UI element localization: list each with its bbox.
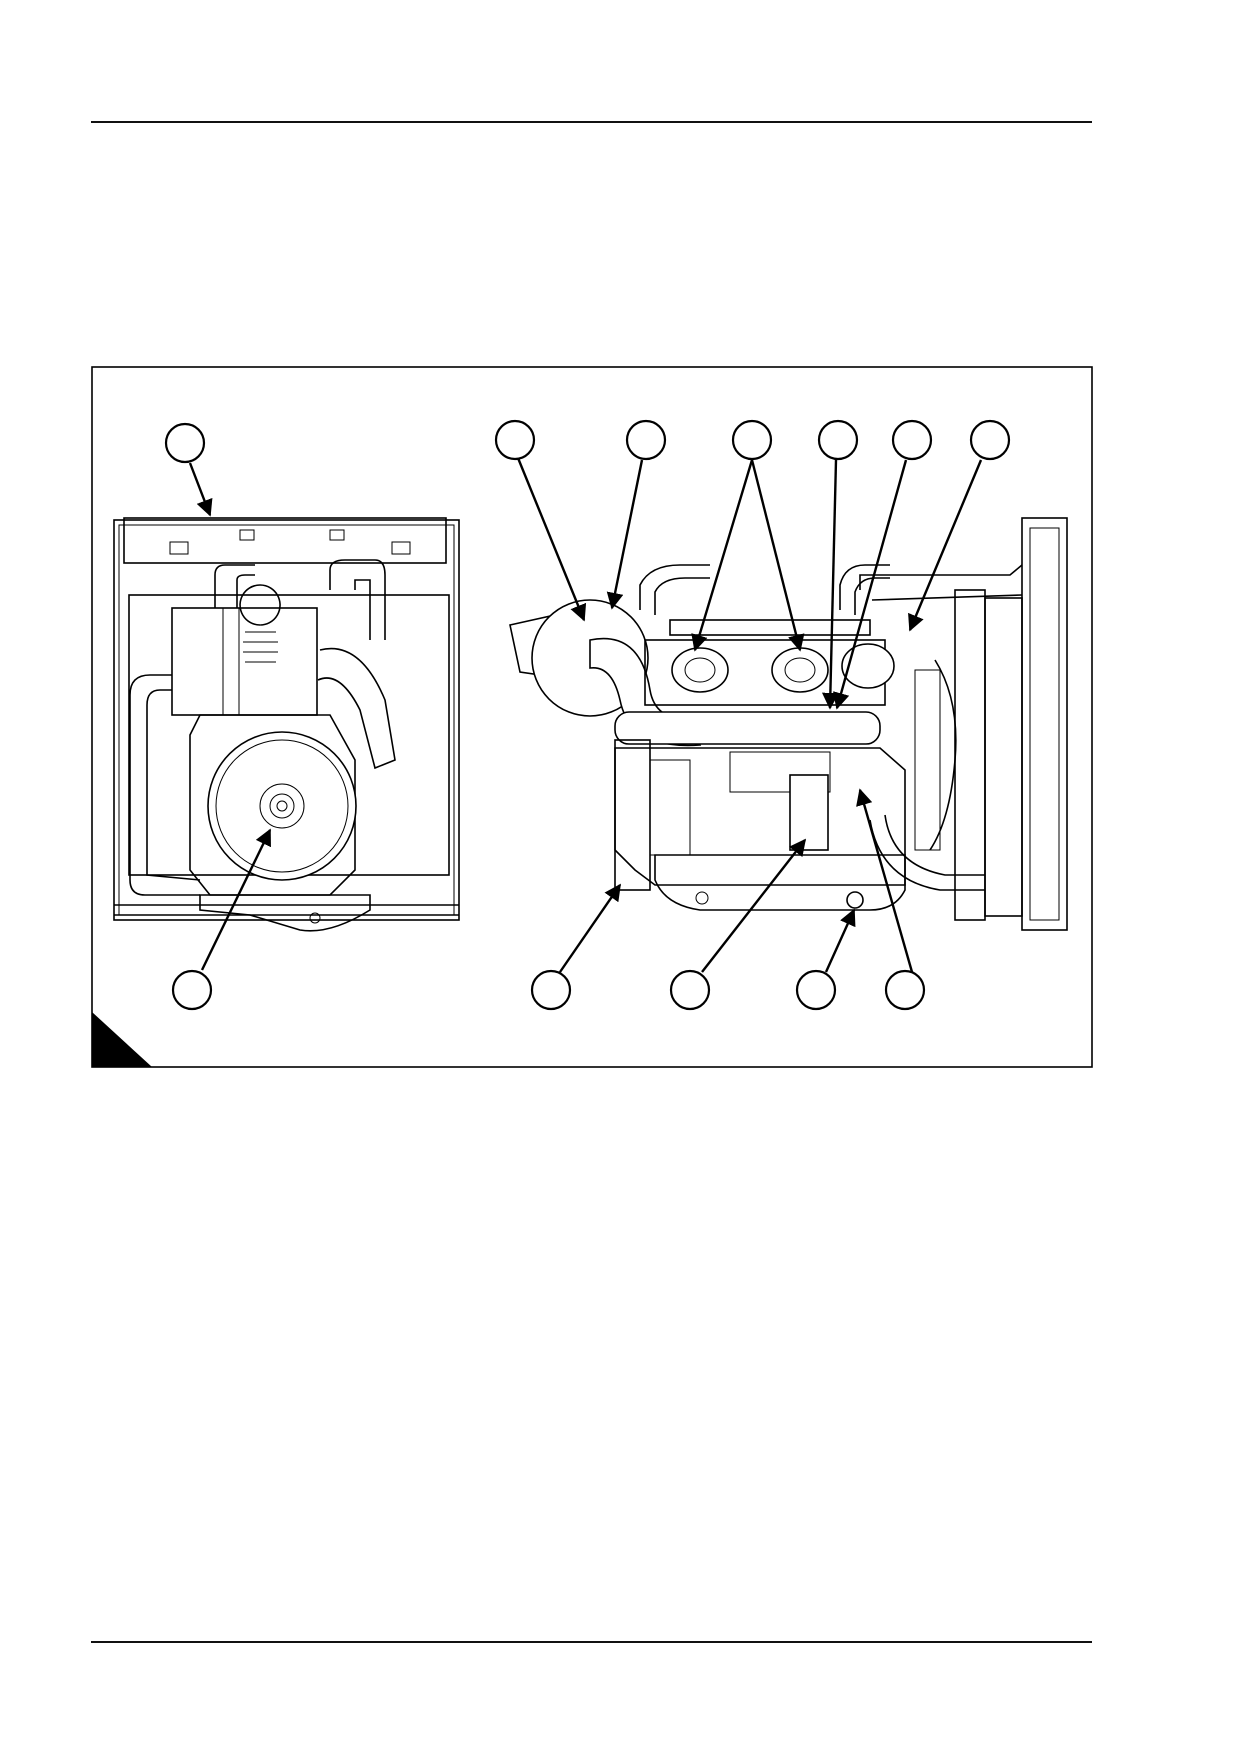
callout-bubble (969, 419, 1011, 461)
figure-frame (91, 366, 1093, 1068)
callout-bubble (494, 419, 536, 461)
footer-rule (91, 1641, 1092, 1643)
callout-bubble (884, 969, 926, 1011)
callout-bubble (669, 969, 711, 1011)
header-rule (91, 121, 1092, 123)
callout-leaders (188, 457, 983, 973)
callout-bubbles-top (164, 419, 1011, 464)
engine-front-view (113, 517, 460, 932)
engine-side-view (509, 517, 1068, 931)
callout-bubble (625, 419, 667, 461)
callout-bubble (731, 419, 773, 461)
callout-bubble (891, 419, 933, 461)
callout-bubble (164, 422, 206, 464)
callout-bubble (795, 969, 837, 1011)
callout-bubbles-bottom (171, 969, 926, 1011)
callout-bubble (817, 419, 859, 461)
callout-bubble (530, 969, 572, 1011)
callout-bubble (171, 969, 213, 1011)
corner-triangle-marker (92, 1012, 152, 1067)
